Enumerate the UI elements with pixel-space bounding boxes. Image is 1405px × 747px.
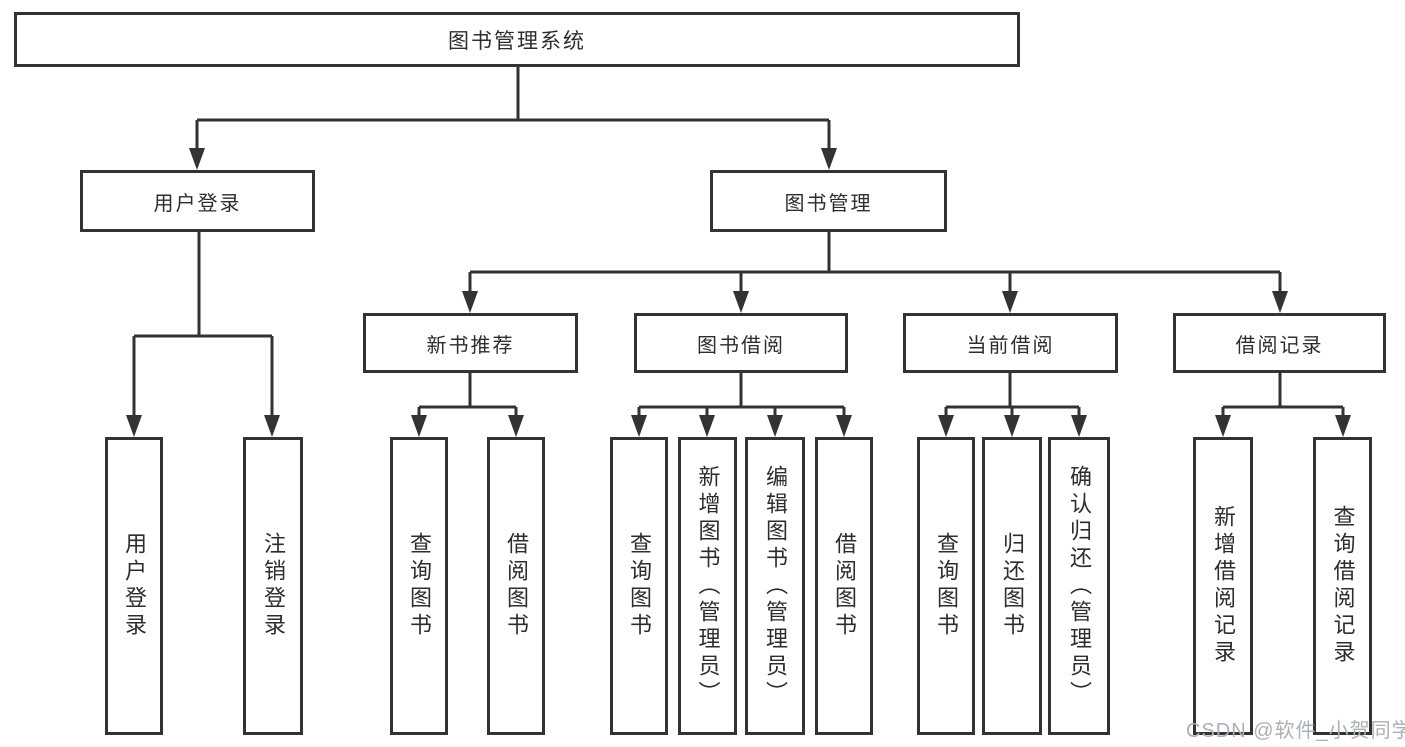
leaf-edit-book-admin: 编辑图书（管理员） [745, 437, 805, 735]
leaf-current-query-book: 查询图书 [917, 437, 975, 735]
leaf-return-book: 归还图书 [982, 437, 1042, 735]
node-borrow-records: 借阅记录 [1173, 313, 1386, 373]
leaf-recommend-query-book: 查询图书 [390, 437, 448, 735]
leaf-confirm-return-admin: 确认归还（管理员） [1048, 437, 1110, 735]
leaf-borrow-book: 借阅图书 [815, 437, 873, 735]
node-current-borrow: 当前借阅 [903, 313, 1118, 373]
leaf-add-book-admin: 新增图书（管理员） [678, 437, 737, 735]
csdn-watermark: CSDN @软件_小贺同学 [1186, 720, 1405, 742]
leaf-add-borrow-record: 新增借阅记录 [1193, 437, 1253, 735]
leaf-user-login: 用户登录 [105, 437, 163, 735]
node-book-borrow: 图书借阅 [634, 313, 848, 373]
node-library-management-system: 图书管理系统 [14, 12, 1020, 67]
leaf-borrow-query-book: 查询图书 [610, 437, 668, 735]
node-new-book-recommend: 新书推荐 [363, 313, 578, 373]
leaf-logout: 注销登录 [243, 437, 303, 735]
node-book-management: 图书管理 [710, 170, 947, 232]
leaf-query-borrow-record: 查询借阅记录 [1313, 437, 1372, 735]
node-user-login: 用户登录 [80, 170, 315, 232]
leaf-recommend-borrow-book: 借阅图书 [487, 437, 545, 735]
